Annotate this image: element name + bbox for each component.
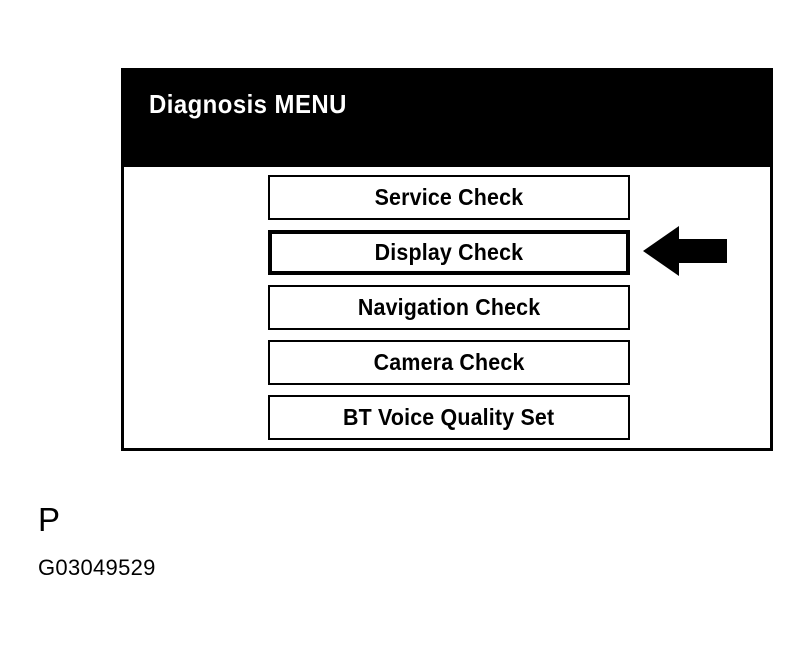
title-bar: Diagnosis MENU [124, 71, 770, 167]
menu-button-navigation-check[interactable]: Navigation Check [268, 285, 630, 330]
menu-button-label: Service Check [374, 184, 524, 210]
menu-button-label: Navigation Check [357, 294, 541, 320]
menu-button-bt-voice-quality-set[interactable]: BT Voice Quality Set [268, 395, 630, 440]
menu-button-display-check[interactable]: Display Check [268, 230, 630, 275]
menu-list: Service Check Display Check Navigation C… [268, 175, 630, 440]
caption-figure-code: G03049529 [38, 555, 156, 580]
menu-button-label: Camera Check [373, 349, 525, 375]
page-title: Diagnosis MENU [149, 89, 347, 119]
menu-button-label: BT Voice Quality Set [343, 404, 555, 430]
menu-button-camera-check[interactable]: Camera Check [268, 340, 630, 385]
caption-letter: P [38, 501, 61, 538]
menu-button-service-check[interactable]: Service Check [268, 175, 630, 220]
menu-button-label: Display Check [374, 239, 524, 265]
left-arrow-icon [643, 226, 727, 276]
